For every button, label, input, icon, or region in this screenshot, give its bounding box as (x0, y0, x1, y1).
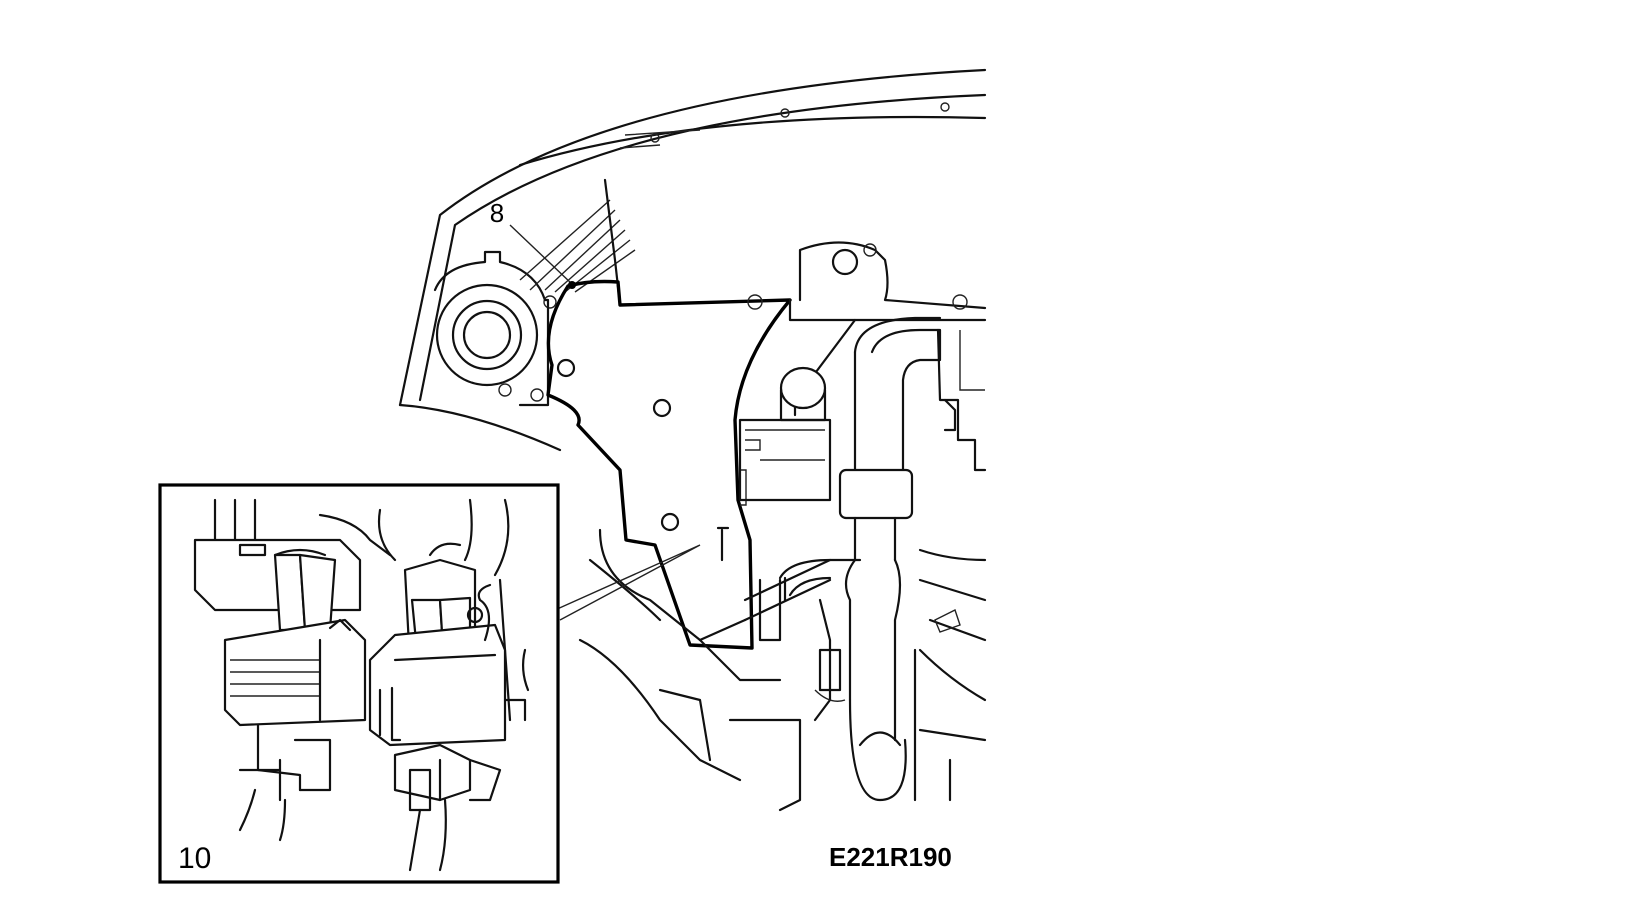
figure-code: E221R190 (829, 842, 952, 872)
engine-housing (747, 241, 987, 472)
coolant-hose (838, 316, 942, 802)
fender-panel (398, 68, 987, 452)
part-8-marker (568, 281, 576, 289)
callout-leaders (509, 224, 701, 621)
callout-10-label: 10 (178, 842, 211, 875)
vacuum-actuator (738, 366, 832, 502)
strut-mount (433, 250, 557, 407)
mounting-bracket (546, 279, 792, 650)
lower-engine (578, 528, 987, 812)
detail-inset (158, 483, 560, 884)
hose-junction (698, 558, 862, 722)
callout-8-label: 8 (490, 198, 504, 228)
